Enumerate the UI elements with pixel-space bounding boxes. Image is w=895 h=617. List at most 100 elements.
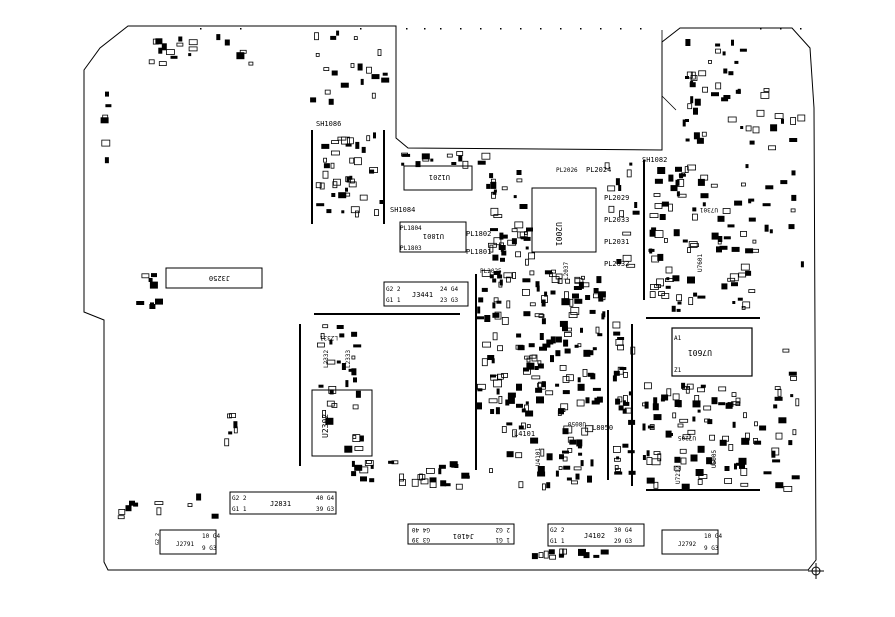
smd-pad xyxy=(789,138,798,142)
smd-pad xyxy=(501,316,509,325)
smd-pad xyxy=(647,425,654,429)
smd-pad xyxy=(564,291,569,300)
smd-pad xyxy=(446,153,453,158)
smd-pad xyxy=(155,38,163,45)
dot-marker xyxy=(424,28,426,30)
smd-pad xyxy=(728,71,734,76)
smd-pad xyxy=(136,301,145,305)
smd-pad xyxy=(154,501,164,506)
smd-pad xyxy=(562,376,570,383)
smd-pad xyxy=(541,381,546,388)
smd-pad xyxy=(593,554,600,558)
smd-pad xyxy=(345,380,349,388)
smd-pad xyxy=(561,298,570,306)
smd-pad xyxy=(740,126,744,129)
smd-pad xyxy=(731,282,738,287)
dot-marker xyxy=(560,28,562,30)
smd-pad xyxy=(489,173,494,179)
svg-text:29 G3: 29 G3 xyxy=(614,538,632,545)
smd-pad xyxy=(495,407,500,415)
connector-j4101: G4 40 G3 39 2 G2 1 G1 J4101 xyxy=(407,523,515,545)
smd-pad xyxy=(675,166,682,172)
smd-pad xyxy=(100,117,109,124)
smd-pad xyxy=(493,271,501,275)
smd-pad xyxy=(617,344,624,351)
smd-pad xyxy=(542,483,546,491)
smd-pad xyxy=(573,286,582,290)
smd-pad xyxy=(681,382,686,389)
smd-pad xyxy=(568,312,578,319)
smd-pad xyxy=(517,345,525,351)
smd-pad xyxy=(740,230,747,237)
smd-pad xyxy=(490,181,497,189)
smd-pad xyxy=(644,382,652,390)
u7601-pin-a1: A1 xyxy=(674,335,682,342)
smd-pad xyxy=(462,160,469,169)
dot-marker xyxy=(780,28,782,30)
smd-pad xyxy=(550,355,554,363)
smd-pad xyxy=(792,429,797,436)
smd-pad xyxy=(476,383,486,390)
smd-pad xyxy=(315,53,320,57)
l8050-label: L8050 xyxy=(592,424,613,432)
smd-pad xyxy=(563,339,569,347)
smd-pad xyxy=(797,114,806,122)
smd-pad xyxy=(555,350,561,357)
smd-pad xyxy=(634,202,638,208)
smd-pad xyxy=(731,39,734,46)
smd-pad xyxy=(501,186,508,191)
smd-pad xyxy=(545,390,554,396)
smd-pad xyxy=(526,357,531,363)
u8050-label: U8050 xyxy=(568,420,586,427)
smd-pad xyxy=(764,224,769,232)
smd-pad xyxy=(628,391,632,396)
smd-pad xyxy=(692,207,697,212)
smd-pad xyxy=(745,248,754,254)
smd-pad xyxy=(695,469,704,476)
dot-marker xyxy=(760,28,762,30)
smd-pad xyxy=(323,157,328,163)
u1801-chip: U1801 xyxy=(399,221,467,253)
smd-pad xyxy=(477,160,486,165)
smd-pad xyxy=(523,311,531,317)
smd-pad xyxy=(745,164,749,169)
smd-pad xyxy=(560,403,569,411)
smd-pad xyxy=(708,60,712,64)
u1201-label: U1201 xyxy=(429,173,450,181)
smd-pad xyxy=(178,36,183,42)
smd-pad xyxy=(158,47,163,54)
smd-pad xyxy=(562,548,567,555)
smd-pad xyxy=(607,185,616,192)
smd-pad xyxy=(567,436,574,443)
smd-pad xyxy=(682,119,686,127)
smd-pad xyxy=(382,72,388,76)
smd-pad xyxy=(102,114,109,123)
smd-pad xyxy=(365,460,372,464)
smd-pad xyxy=(507,239,517,246)
smd-pad xyxy=(722,208,731,214)
smd-pad xyxy=(546,339,554,345)
u2001-label: U2001 xyxy=(554,222,563,246)
smd-pad xyxy=(549,554,556,560)
smd-pad xyxy=(513,195,517,199)
smd-pad xyxy=(570,307,580,315)
smd-pad xyxy=(350,63,355,68)
smd-pad xyxy=(775,432,783,440)
smd-pad xyxy=(791,170,796,176)
smd-pad xyxy=(489,468,493,474)
smd-pad xyxy=(693,132,700,140)
smd-pad xyxy=(515,452,523,459)
smd-pad xyxy=(548,549,555,555)
smd-pad xyxy=(322,324,329,329)
smd-pad xyxy=(559,364,567,371)
smd-pad xyxy=(680,457,687,465)
u2001-chip: U2001 xyxy=(531,187,597,253)
smd-pad xyxy=(330,35,337,40)
smd-pad xyxy=(731,392,737,398)
smd-pad xyxy=(345,187,348,192)
u2302-chip: U2302 xyxy=(311,389,373,457)
smd-pad xyxy=(674,456,681,463)
smd-pad xyxy=(612,375,617,382)
smd-pad xyxy=(148,278,153,282)
smd-pad xyxy=(622,254,632,262)
